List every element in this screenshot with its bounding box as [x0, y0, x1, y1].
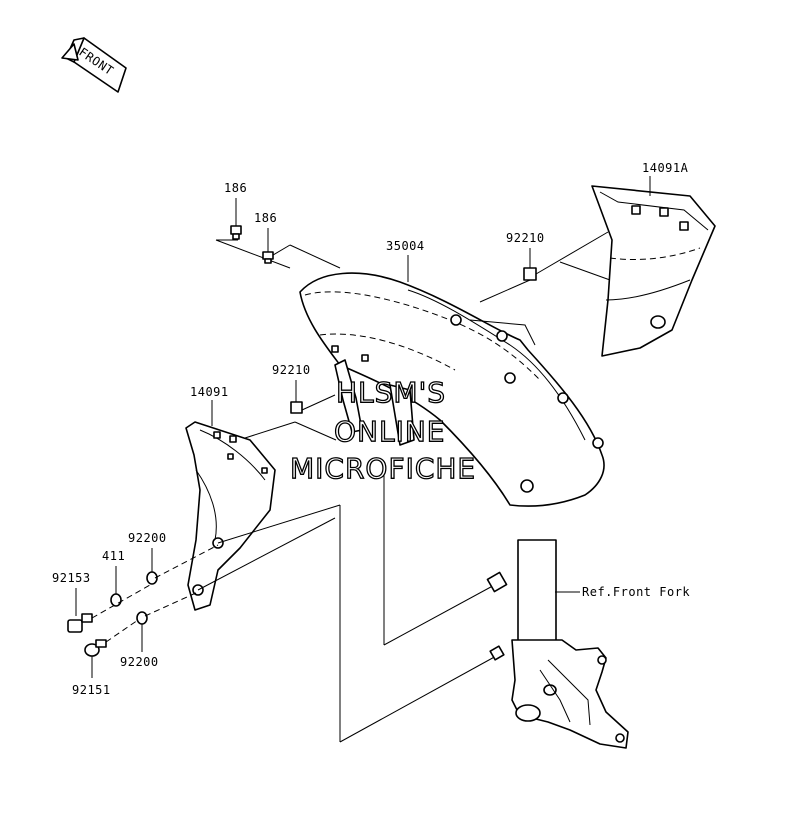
label-14091: 14091: [190, 385, 229, 399]
left-cover-icon: [185, 421, 276, 611]
label-ref-front-fork: Ref.Front Fork: [582, 585, 690, 599]
label-35004: 35004: [386, 239, 425, 253]
guide-lines-186: [215, 239, 341, 269]
right-cover-icon: [591, 185, 716, 357]
label-186-b: 186: [254, 211, 277, 225]
label-92210-left: 92210: [272, 363, 311, 377]
front-fender-icon: [299, 272, 605, 507]
washer-92200-upper-icon: [146, 544, 219, 585]
bolt-186-b-icon: [262, 228, 274, 264]
watermark: HLSM'S ONLINE MICROFICHE: [289, 375, 476, 485]
label-186-a: 186: [224, 181, 247, 195]
watermark-line-2: ONLINE: [334, 415, 445, 448]
nut-92210-left-icon: [244, 380, 337, 441]
bolt-92151-icon: [84, 619, 139, 678]
front-arrow-icon: FRONT: [61, 37, 127, 93]
label-92153: 92153: [52, 571, 91, 585]
label-92200-upper: 92200: [128, 531, 167, 545]
washer-92200-lower-icon: [136, 591, 199, 652]
watermark-line-1: HLSM'S: [336, 376, 446, 409]
guide-lines-14091a: [535, 231, 611, 281]
label-92210-right: 92210: [506, 231, 545, 245]
bolt-186-a-icon: [230, 198, 242, 240]
washer-411-icon: [110, 566, 122, 607]
guide-lines-fork: [197, 470, 501, 743]
front-fork-icon: [486, 539, 629, 749]
watermark-line-3: MICROFICHE: [290, 452, 476, 485]
label-92200-lower: 92200: [120, 655, 159, 669]
label-92151: 92151: [72, 683, 111, 697]
label-411: 411: [102, 549, 125, 563]
nut-92210-right-icon: [479, 248, 537, 303]
bolt-92153-icon: [67, 584, 151, 633]
label-14091a: 14091A: [642, 161, 689, 175]
